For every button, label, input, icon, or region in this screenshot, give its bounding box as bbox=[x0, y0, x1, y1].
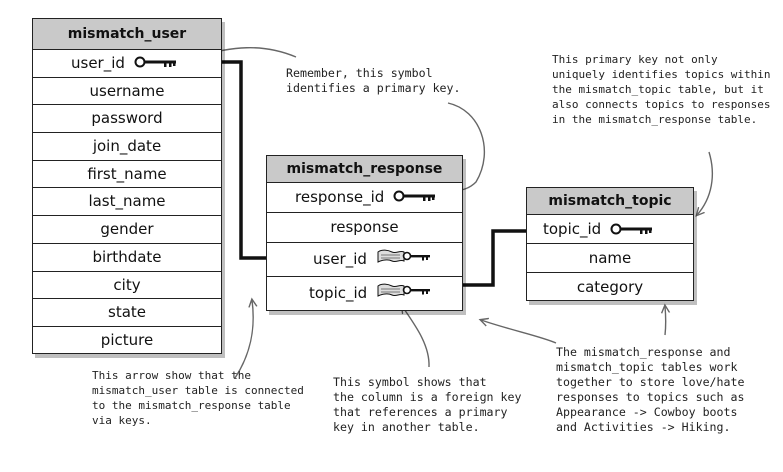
table-row: password bbox=[33, 105, 221, 134]
topic-primary-key-note: This primary key not only uniquely ident… bbox=[552, 53, 771, 126]
column-name: response_id bbox=[295, 188, 385, 206]
table-row-user-id: user_id bbox=[267, 243, 462, 277]
arrow-note-arrow bbox=[234, 300, 253, 379]
column-name: topic_id bbox=[309, 284, 368, 302]
topic-to-response-connector bbox=[449, 229, 536, 289]
table-row: first_name bbox=[33, 161, 221, 189]
table-row-user-id: user_id bbox=[33, 50, 221, 78]
table-row: response bbox=[267, 213, 462, 243]
column-name: user_id bbox=[71, 54, 125, 72]
scroll-key-icon bbox=[376, 277, 432, 310]
primary-key-symbol-note: Remember, this symbol identifies a prima… bbox=[286, 66, 461, 95]
table-row: birthdate bbox=[33, 244, 221, 272]
table-row: join_date bbox=[33, 133, 221, 161]
key-icon bbox=[134, 50, 178, 77]
mismatch-response-table: mismatch_response response_id response u… bbox=[266, 155, 463, 311]
table-row: picture bbox=[100, 330, 154, 349]
key-icon bbox=[393, 183, 437, 212]
table-row: name bbox=[527, 244, 693, 273]
tables-note-arrow-left bbox=[481, 320, 557, 344]
table-row: category bbox=[576, 278, 644, 296]
tables-together-note: The mismatch_response and mismatch_topic… bbox=[556, 345, 745, 434]
key-icon bbox=[610, 216, 654, 244]
table-row: gender bbox=[33, 216, 221, 244]
table-row: username bbox=[33, 78, 221, 106]
table-row-response-id: response_id bbox=[267, 183, 462, 213]
scroll-key-icon bbox=[376, 243, 432, 276]
table-title: mismatch_response bbox=[267, 156, 462, 183]
mismatch-topic-table: mismatch_topic topic_id name category bbox=[526, 187, 694, 301]
column-name: user_id bbox=[313, 250, 367, 268]
table-row-topic-id: topic_id bbox=[527, 215, 693, 244]
tables-note-arrow-right bbox=[665, 306, 666, 336]
table-row: state bbox=[33, 299, 221, 327]
table-row-topic-id: topic_id bbox=[267, 277, 462, 310]
foreign-key-note-arrow bbox=[402, 306, 430, 368]
foreign-key-symbol-note: This symbol shows that the column is a f… bbox=[333, 375, 522, 434]
arrow-explanation-note: This arrow show that the mismatch_user t… bbox=[92, 369, 304, 427]
table-row: last_name bbox=[33, 188, 221, 217]
table-title: mismatch_topic bbox=[527, 188, 693, 215]
column-name: topic_id bbox=[543, 220, 602, 238]
topic-key-note-arrow bbox=[697, 151, 714, 215]
mismatch-user-table: mismatch_user user_id username password … bbox=[32, 18, 222, 354]
table-title: mismatch_user bbox=[33, 19, 221, 50]
table-row: city bbox=[33, 272, 221, 300]
